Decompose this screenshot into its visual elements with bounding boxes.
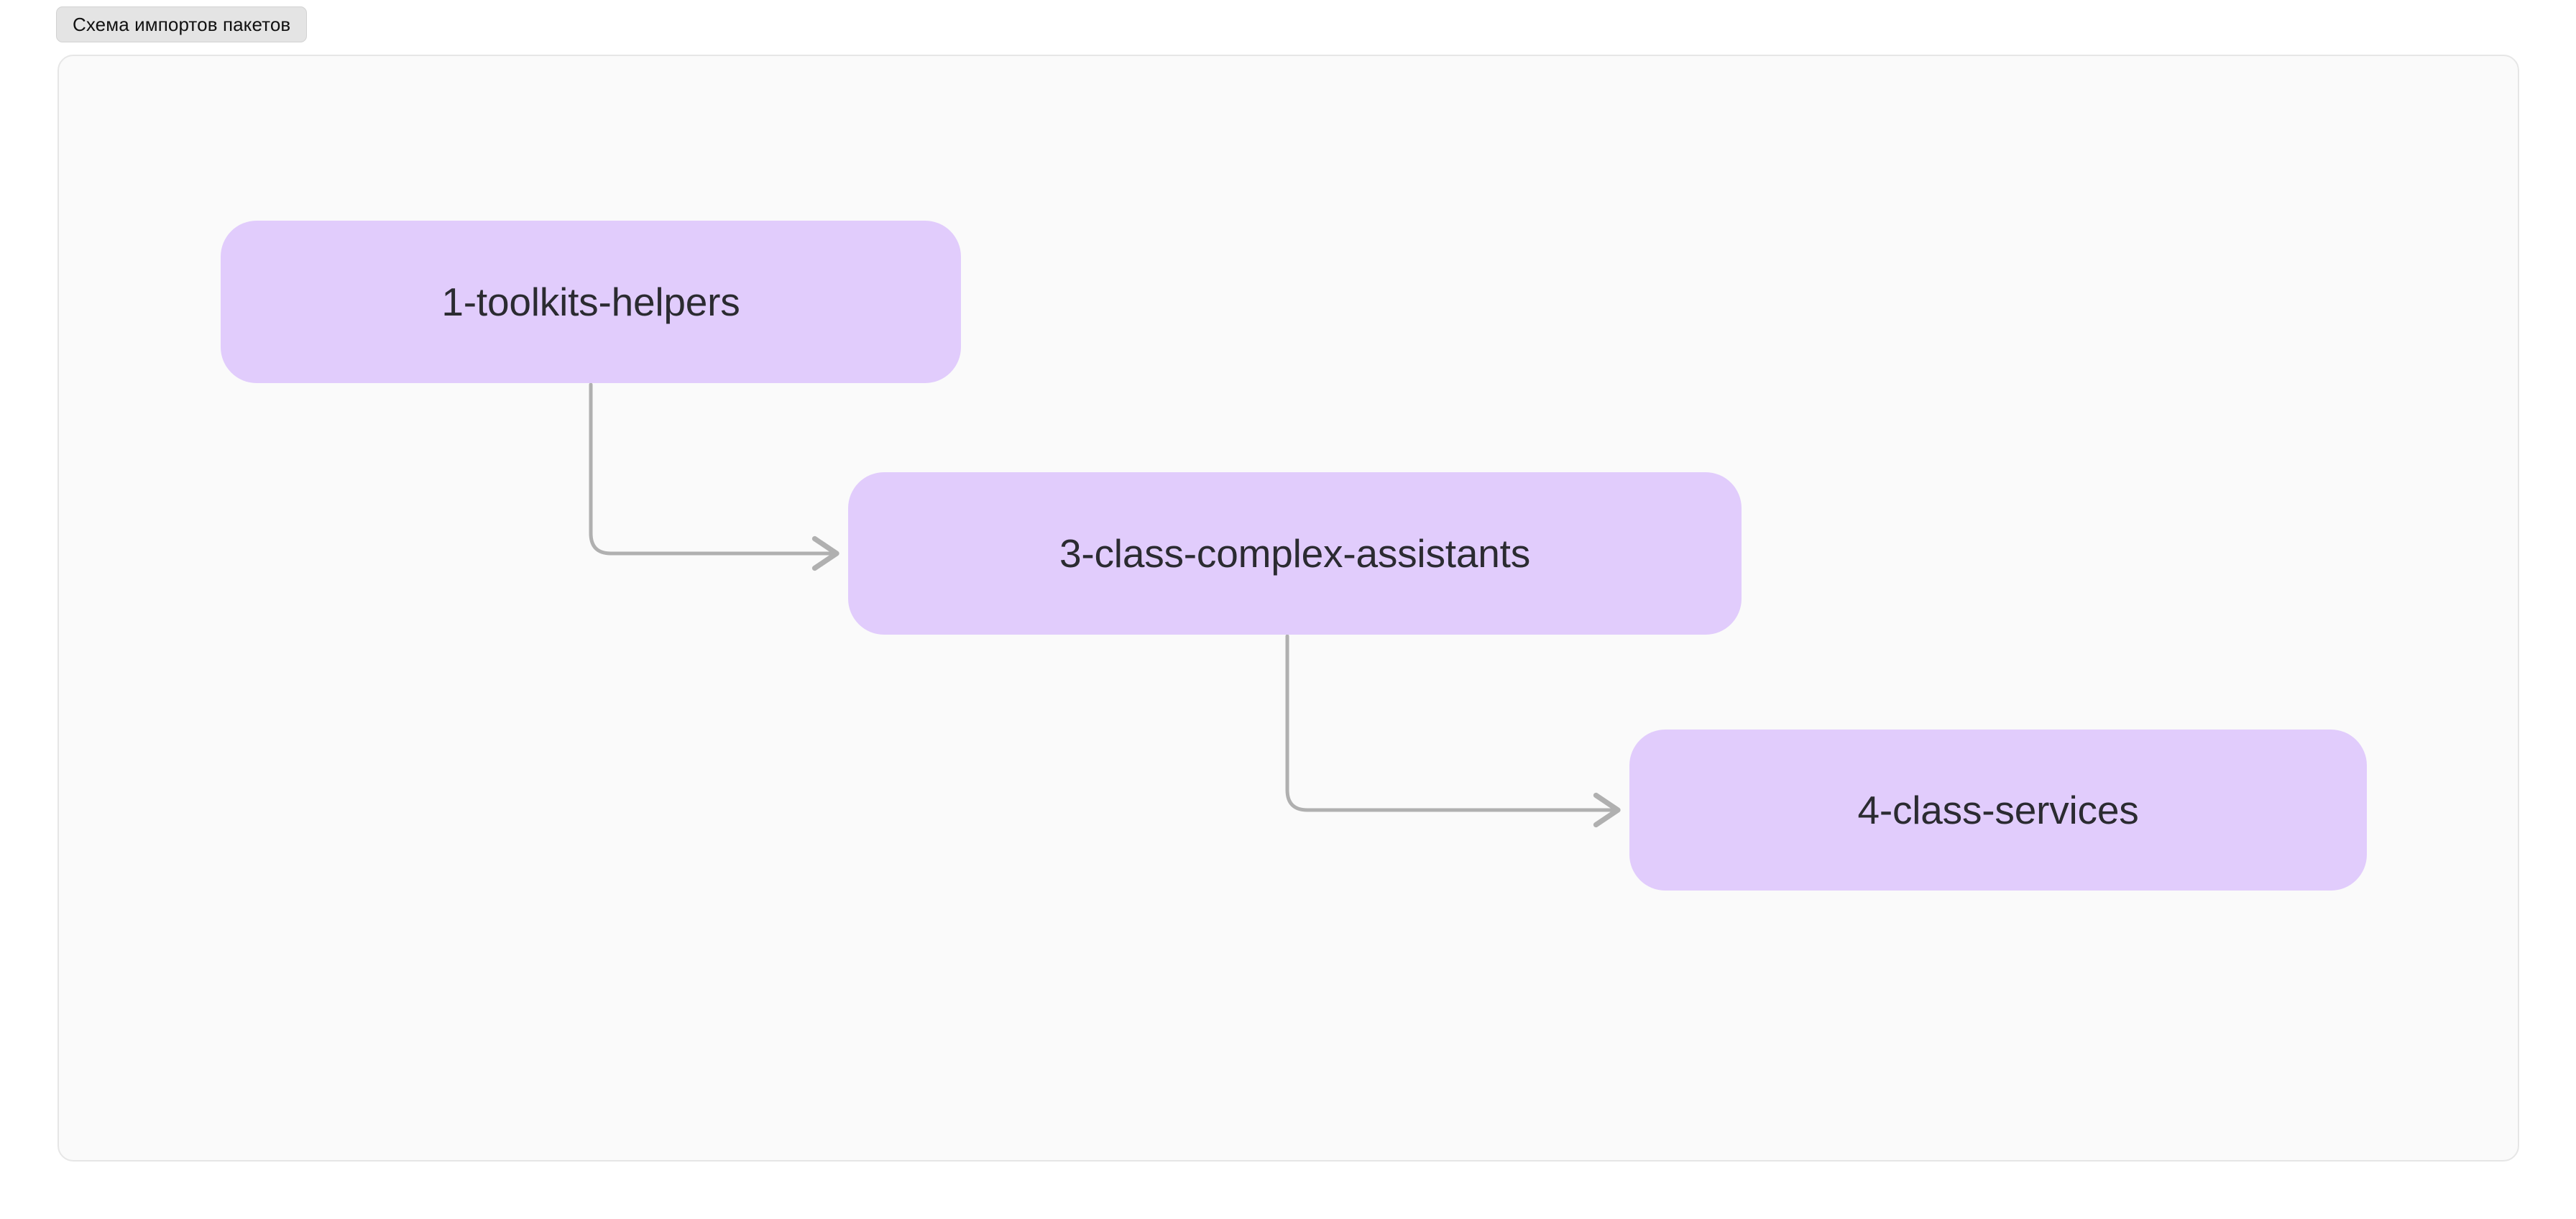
tab-schema-imports[interactable]: Схема импортов пакетов <box>56 6 308 42</box>
node-label: 1-toolkits-helpers <box>441 279 740 324</box>
node-4-class-services[interactable]: 4-class-services <box>1629 730 2367 891</box>
tab-bar: Схема импортов пакетов <box>0 0 2576 52</box>
edge-toolkits-to-complex-assistants <box>589 382 840 571</box>
diagram-panel[interactable]: 1-toolkits-helpers 3-class-complex-assis… <box>58 55 2519 1162</box>
tab-label: Схема импортов пакетов <box>73 14 291 35</box>
node-label: 4-class-services <box>1857 787 2139 832</box>
node-3-class-complex-assistants[interactable]: 3-class-complex-assistants <box>848 472 1742 635</box>
node-label: 3-class-complex-assistants <box>1059 530 1530 576</box>
diagram-canvas[interactable]: 1-toolkits-helpers 3-class-complex-assis… <box>59 56 2518 1160</box>
node-1-toolkits-helpers[interactable]: 1-toolkits-helpers <box>221 221 961 383</box>
edge-complex-assistants-to-services <box>1285 634 1621 828</box>
